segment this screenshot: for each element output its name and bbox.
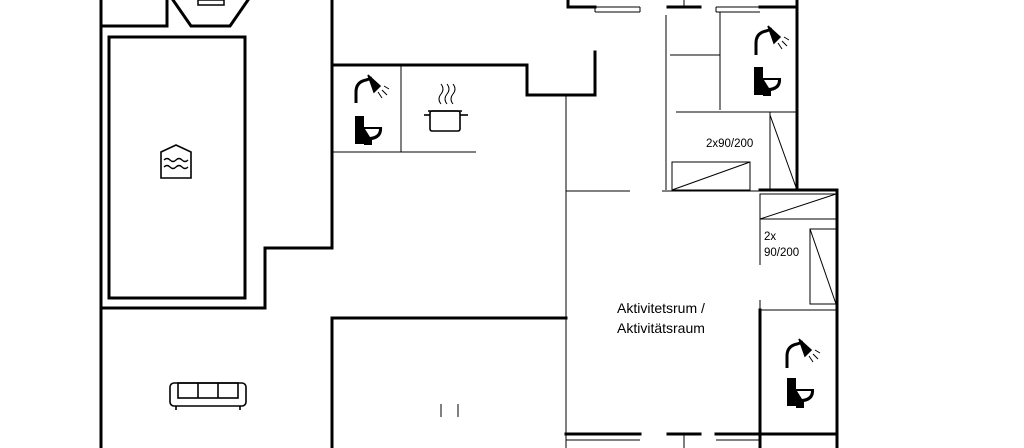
bottom-walls xyxy=(564,432,839,448)
bedroom-upper: 2x90/200 xyxy=(671,112,798,191)
activity-room-label-line1: Aktivitetsrum / xyxy=(617,300,705,316)
sofa-icon xyxy=(169,382,247,410)
bed-size-label-lower-1: 2x xyxy=(764,231,776,243)
central-walls xyxy=(330,0,799,192)
left-wing-walls xyxy=(99,0,334,448)
kitchen xyxy=(424,83,468,132)
toilet-icon xyxy=(355,116,383,145)
bedroom-lower: 2x 90/200 xyxy=(758,188,839,315)
sauna xyxy=(171,0,250,28)
cooking-pot-icon xyxy=(424,83,468,132)
shower-icon xyxy=(754,25,790,55)
shower-icon xyxy=(785,338,821,368)
bed-size-label-lower-2: 90/200 xyxy=(764,247,799,259)
activity-room: Aktivitetsrum / Aktivitätsraum xyxy=(565,192,705,448)
toilet-icon xyxy=(754,67,782,96)
bathroom-lower-right xyxy=(758,308,839,448)
shower-icon xyxy=(354,74,390,103)
activity-room-label-line2: Aktivitätsraum xyxy=(617,320,705,336)
toilet-icon xyxy=(787,378,815,408)
bathroom-left xyxy=(332,65,476,153)
bathroom-upper-right xyxy=(670,12,797,113)
pool-icon xyxy=(160,144,192,179)
pool xyxy=(107,35,247,300)
lower-central-room xyxy=(330,316,568,448)
bed-size-label-upper: 2x90/200 xyxy=(706,138,753,150)
